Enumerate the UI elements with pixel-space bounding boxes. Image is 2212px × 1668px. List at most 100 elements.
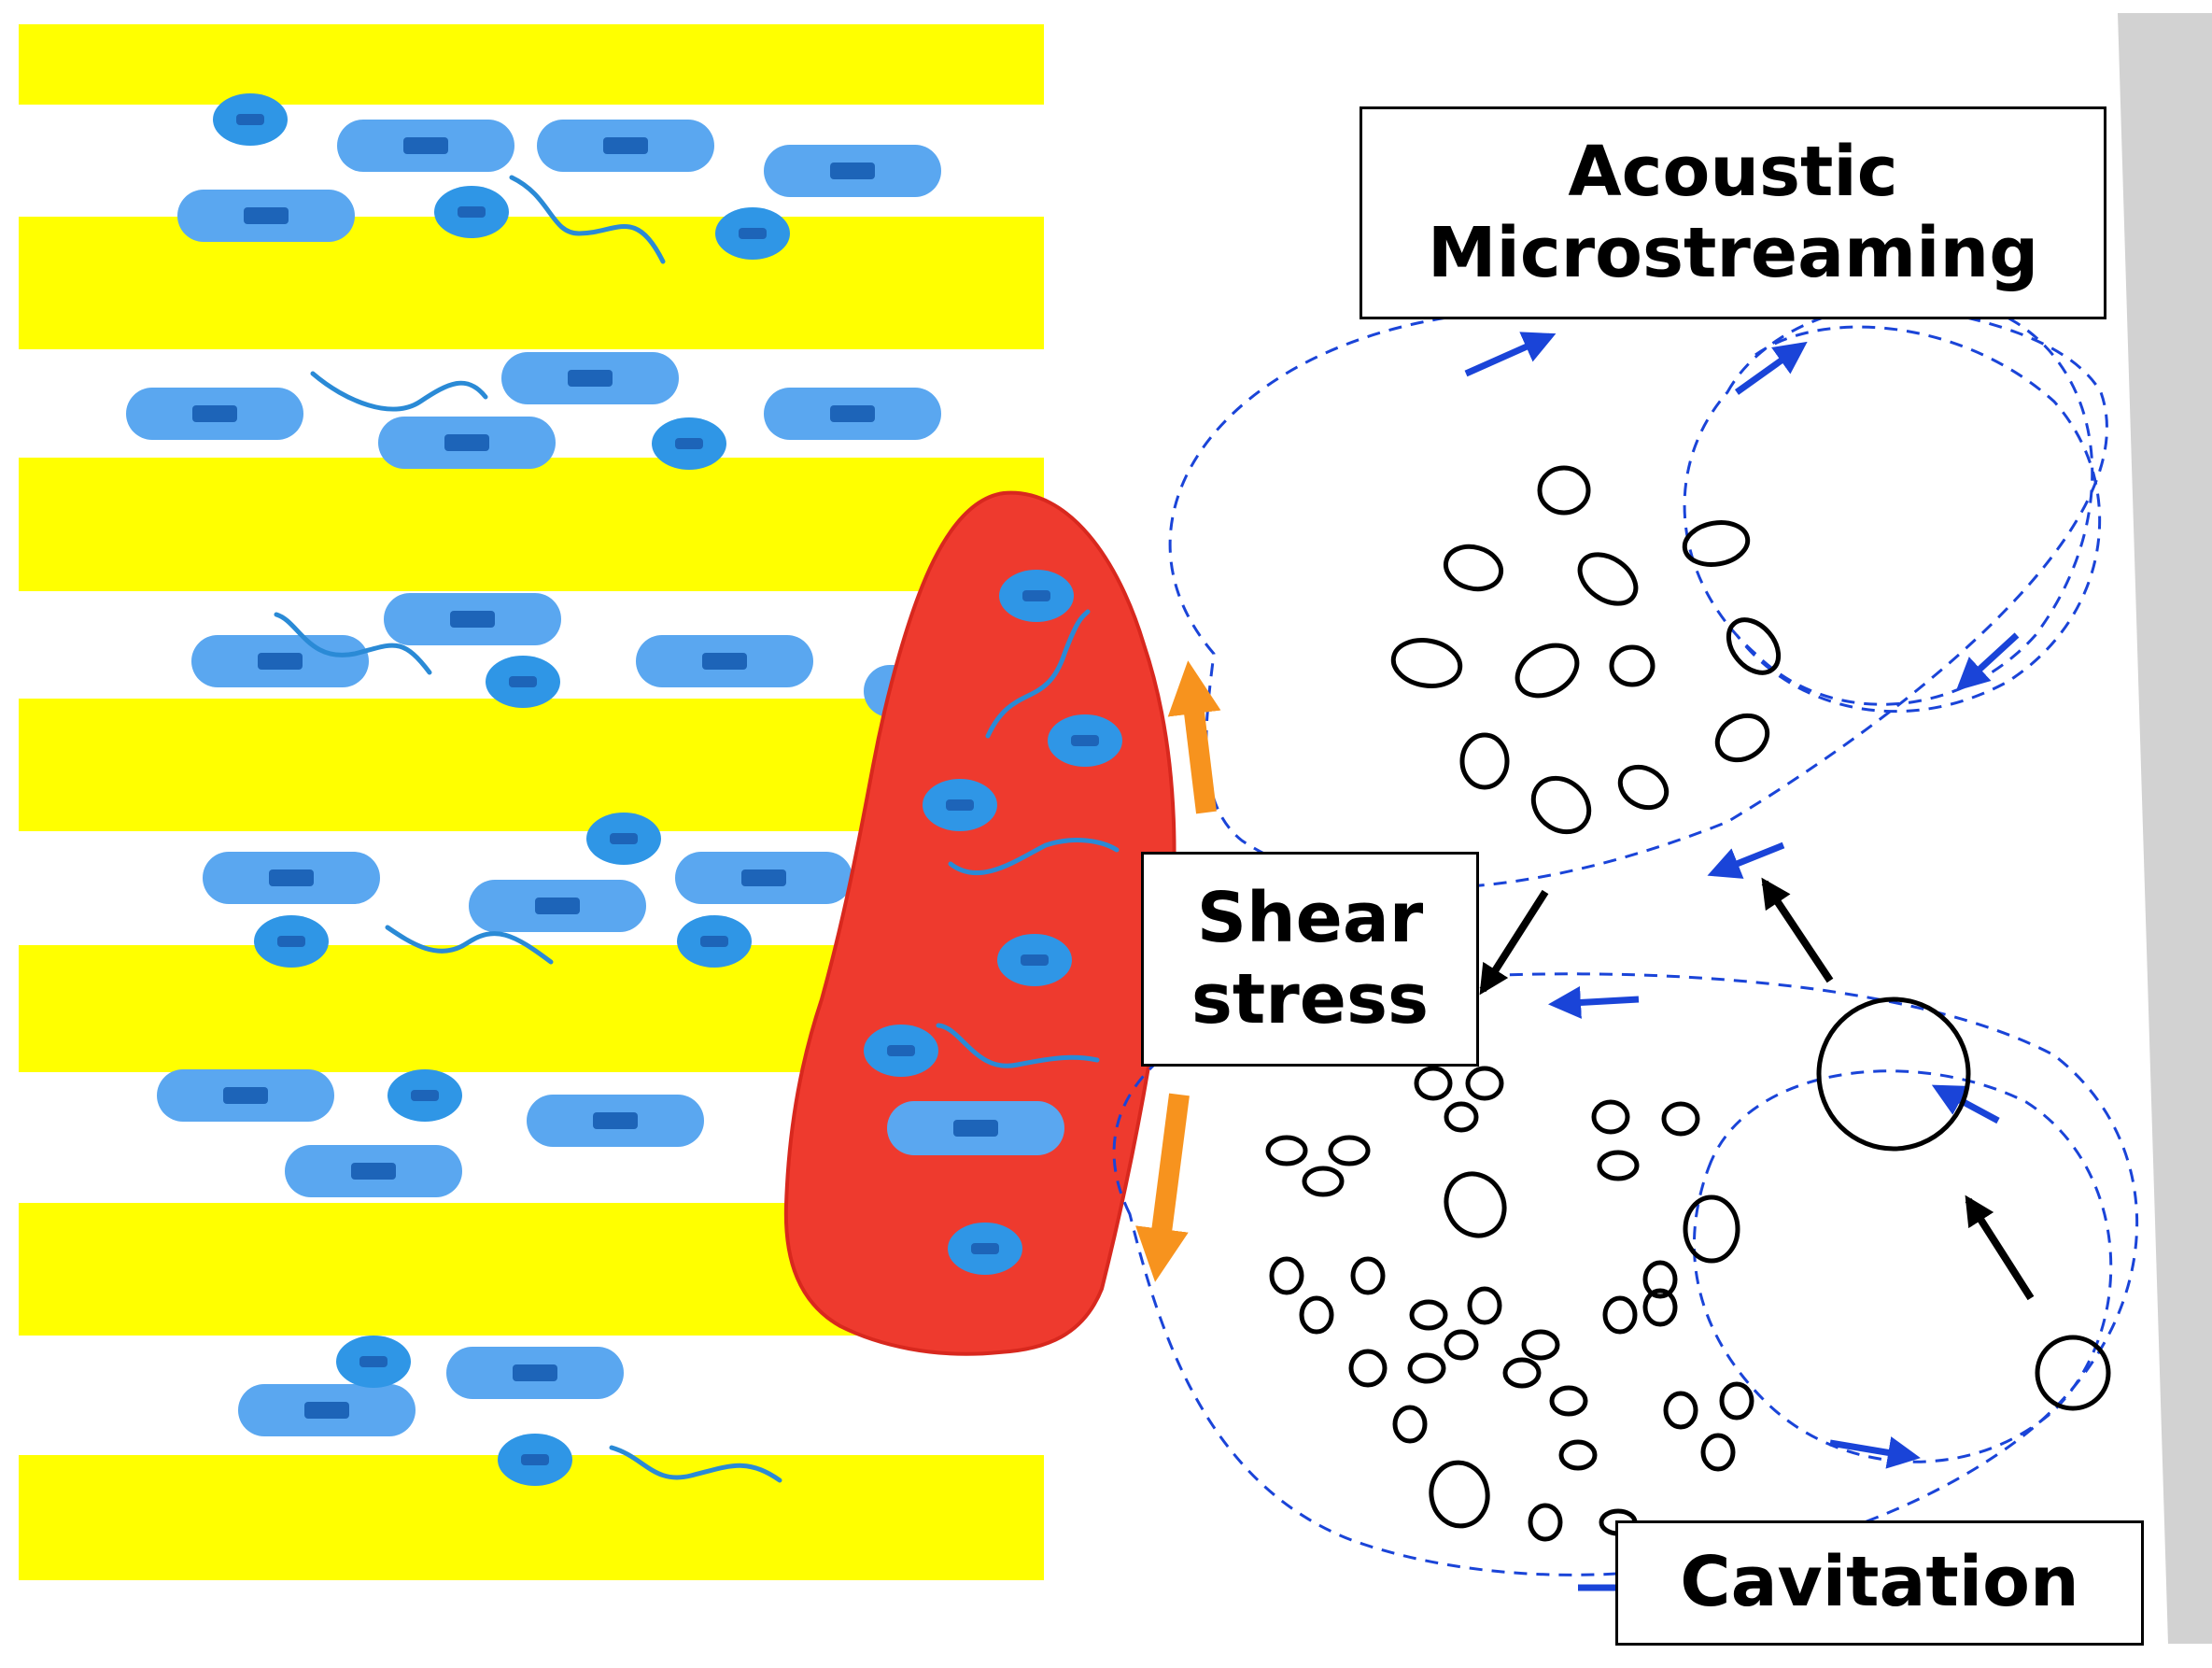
bubble bbox=[1617, 764, 1670, 811]
yellow-layer bbox=[19, 458, 1044, 591]
rod-bacterium bbox=[378, 417, 556, 469]
cocci-bacterium bbox=[213, 93, 288, 146]
rod-bacterium bbox=[337, 120, 514, 172]
bubble bbox=[1591, 1099, 1630, 1135]
bubble bbox=[1609, 644, 1655, 687]
flagellum bbox=[609, 1445, 782, 1483]
rod-core bbox=[568, 370, 613, 387]
bubble bbox=[1302, 1166, 1345, 1197]
bubble bbox=[1642, 1260, 1678, 1299]
cocci-bacterium bbox=[652, 417, 726, 470]
cocci-core bbox=[946, 799, 974, 811]
acoustic-label-line2: Microstreaming bbox=[1427, 213, 2039, 293]
rod-bacterium bbox=[887, 1101, 1064, 1155]
cocci-core bbox=[675, 438, 703, 449]
rod-core bbox=[593, 1112, 638, 1129]
cocci-bacterium bbox=[948, 1223, 1022, 1275]
rod-bacterium bbox=[446, 1347, 624, 1399]
cocci-core bbox=[610, 833, 638, 844]
bubble bbox=[1661, 1101, 1700, 1137]
rod-bacterium bbox=[285, 1145, 462, 1197]
bubble bbox=[1530, 775, 1592, 835]
rod-core bbox=[244, 207, 289, 224]
cocci-bacterium bbox=[997, 934, 1072, 986]
bubble bbox=[1269, 1256, 1304, 1295]
flagellum bbox=[936, 1023, 1100, 1068]
bubble bbox=[1444, 1329, 1479, 1361]
cocci-bacterium bbox=[336, 1336, 411, 1388]
rod-bacterium bbox=[157, 1069, 334, 1122]
bubble bbox=[1577, 552, 1639, 606]
rod-core bbox=[603, 137, 648, 154]
biofilm-cluster bbox=[783, 490, 1176, 1356]
bubble bbox=[1528, 1503, 1563, 1542]
bubble bbox=[1521, 1329, 1560, 1361]
rod-bacterium bbox=[191, 635, 369, 687]
rod-bacterium bbox=[469, 880, 646, 932]
bubble bbox=[1299, 1295, 1334, 1335]
rod-core bbox=[304, 1402, 349, 1419]
acoustic-label-line1: Acoustic bbox=[1568, 131, 1898, 212]
streaming-loop bbox=[1168, 293, 2108, 890]
cocci-core bbox=[971, 1243, 999, 1254]
streaming-arrow bbox=[1548, 985, 1640, 1019]
cocci-bacterium bbox=[586, 813, 661, 865]
shear-stress-label: Shear stress bbox=[1141, 852, 1479, 1067]
rod-bacterium bbox=[764, 145, 941, 197]
cocci-core bbox=[700, 936, 728, 947]
shear-arrow-down bbox=[1135, 1093, 1190, 1282]
cocci-bacterium bbox=[387, 1069, 462, 1122]
bubble bbox=[1549, 1385, 1588, 1417]
cocci-bacterium bbox=[864, 1025, 938, 1077]
bubble bbox=[1328, 1135, 1371, 1166]
flagellum bbox=[310, 371, 488, 412]
rod-core bbox=[450, 611, 495, 628]
cocci-core bbox=[411, 1090, 439, 1101]
cocci-bacterium bbox=[434, 186, 509, 238]
cocci-core bbox=[509, 676, 537, 687]
rod-core bbox=[223, 1087, 268, 1104]
shear-arrows bbox=[1135, 660, 1221, 1282]
rod-bacterium bbox=[177, 190, 355, 242]
streaming-arrow bbox=[1734, 341, 1808, 395]
container-wall bbox=[2118, 13, 2212, 1644]
rod-core bbox=[513, 1364, 557, 1381]
cocci-core bbox=[521, 1454, 549, 1465]
bubble bbox=[1444, 1171, 1507, 1238]
cocci-bacterium bbox=[999, 570, 1074, 622]
cocci-core bbox=[1071, 735, 1099, 746]
biofilm-blob bbox=[783, 490, 1176, 1356]
bubble bbox=[1348, 1349, 1388, 1388]
bubble bbox=[1443, 544, 1504, 592]
rod-bacterium bbox=[384, 593, 561, 645]
rod-core bbox=[192, 405, 237, 422]
bubble bbox=[1700, 1433, 1736, 1472]
cocci-bacterium bbox=[677, 915, 752, 968]
streaming-loop bbox=[1692, 1069, 2113, 1463]
motion-arrow bbox=[1965, 1194, 2035, 1301]
streaming-loop bbox=[1735, 325, 2102, 714]
acoustic-microstreaming-label: Acoustic Microstreaming bbox=[1360, 106, 2106, 319]
bubble bbox=[1459, 732, 1510, 790]
cocci-core bbox=[359, 1356, 387, 1367]
bubble bbox=[1682, 520, 1751, 567]
cavitation-label: Cavitation bbox=[1615, 1520, 2144, 1646]
bubble bbox=[1265, 1135, 1308, 1166]
streaming-arrow bbox=[1829, 1436, 1921, 1469]
streaming-arrow bbox=[1707, 841, 1785, 879]
cocci-bacterium bbox=[498, 1434, 572, 1486]
rod-core bbox=[269, 869, 314, 886]
rod-bacterium bbox=[238, 1384, 416, 1436]
yellow-layer bbox=[19, 217, 1044, 349]
rod-core bbox=[258, 653, 303, 670]
cocci-bacterium bbox=[715, 207, 790, 260]
bubble-motion-arrows bbox=[1479, 877, 2035, 1301]
rod-bacterium bbox=[501, 352, 679, 404]
flagellum bbox=[948, 838, 1120, 876]
rod-core bbox=[741, 869, 786, 886]
flagellum bbox=[274, 612, 432, 675]
bubble bbox=[1350, 1256, 1386, 1295]
bubble bbox=[1390, 638, 1463, 688]
bubble bbox=[1414, 1066, 1453, 1101]
